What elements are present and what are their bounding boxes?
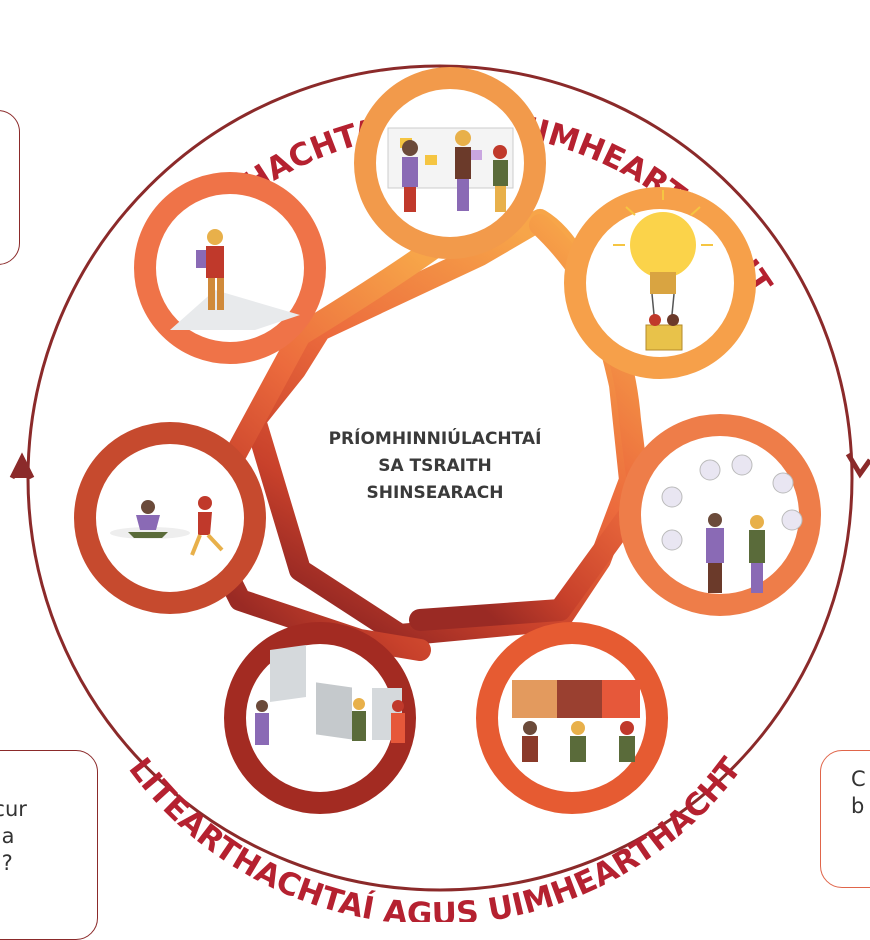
side-card-bottom-left: a le cur taí a fad? [0, 750, 98, 940]
puzzle-pieces-icon [512, 680, 640, 762]
side-card-bottom-right: C b [820, 750, 870, 888]
center-title-line: PRÍOMHINNIÚLACHTAÍ [328, 429, 542, 449]
lightbulb-balloon-icon [613, 190, 713, 351]
network-icons-icon [661, 454, 803, 593]
side-card-text: C b [851, 766, 866, 820]
traveller-icon [170, 229, 300, 330]
side-card-line: taí a [0, 823, 15, 848]
world-map-icon [255, 644, 405, 745]
arrow-right-icon [845, 452, 870, 479]
loop-wellbeing [74, 422, 266, 614]
team-board-icon [387, 127, 514, 212]
side-card-line: b [851, 793, 865, 818]
side-card-text: a le cur taí a fad? [0, 769, 88, 877]
yoga-runner-icon [110, 496, 224, 556]
center-title-line: SHINSEARACH [366, 483, 504, 503]
side-card-line: le cur [0, 796, 27, 821]
arrow-left-icon [9, 452, 35, 480]
arc-title-bottom: LITEARTHACHTAÍ AGUS UIMHEARTHACHT [121, 751, 748, 922]
side-card-line: fad? [0, 850, 13, 875]
center-title: PRÍOMHINNIÚLACHTAÍ SA TSRAITH SHINSEARAC… [290, 426, 580, 507]
center-title-line: SA TSRAITH [378, 456, 492, 476]
side-card-line: C [851, 767, 866, 791]
